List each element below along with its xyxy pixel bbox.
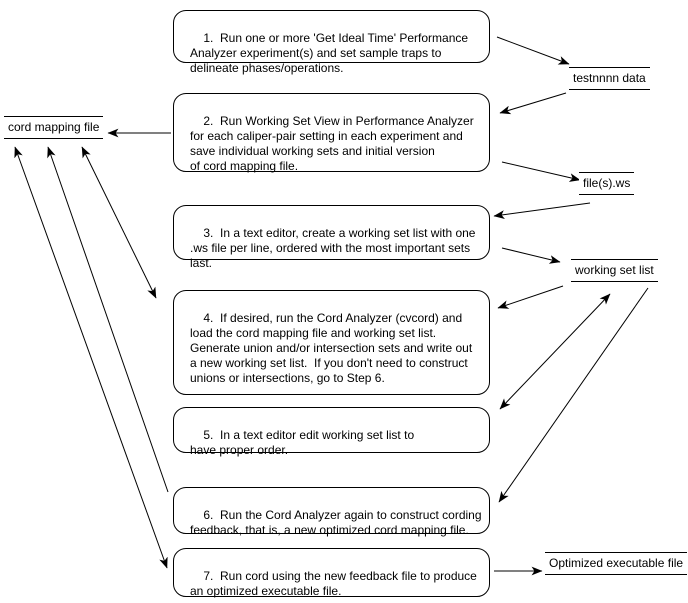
arrow-working-set-list-to-step4 — [497, 285, 564, 309]
step-7-box: 7. Run cord using the new feedback file … — [173, 548, 490, 598]
arrow-step2-to-files-ws — [501, 161, 581, 182]
step-3-text: 3. In a text editor, create a working se… — [190, 226, 476, 270]
step-4-box: 4. If desired, run the Cord Analyzer (cv… — [173, 290, 490, 395]
step-5-box: 5. In a text editor edit working set lis… — [173, 407, 490, 457]
arrow-working-set-list-to-step6 — [498, 287, 649, 503]
step-5-text: 5. In a text editor edit working set lis… — [190, 428, 415, 457]
arrow-cord-mapping-file-step7-bidirectional — [14, 146, 168, 569]
label-testnnnn-data: testnnnn data — [569, 67, 650, 90]
label-working-set-list: working set list — [571, 259, 658, 282]
arrow-working-set-list-step5-bidirectional — [499, 293, 611, 410]
arrow-testnnnn-data-to-step2 — [499, 92, 567, 115]
step-1-text: 1. Run one or more 'Get Ideal Time' Perf… — [190, 31, 469, 75]
step-4-text: 4. If desired, run the Cord Analyzer (cv… — [190, 311, 473, 385]
step-3-box: 3. In a text editor, create a working se… — [173, 205, 490, 270]
label-optimized-executable-file: Optimized executable file — [545, 552, 688, 575]
step-6-text: 6. Run the Cord Analyzer again to constr… — [190, 508, 482, 537]
step-1-box: 1. Run one or more 'Get Ideal Time' Perf… — [173, 10, 490, 75]
arrow-files-ws-to-step3 — [493, 202, 591, 219]
arrow-cord-mapping-file-step4-bidirectional — [81, 146, 157, 299]
label-files-ws: file(s).ws — [579, 172, 635, 195]
step-2-text: 2. Run Working Set View in Performance A… — [190, 114, 474, 173]
step-6-box: 6. Run the Cord Analyzer again to constr… — [173, 487, 490, 537]
label-cord-mapping-file: cord mapping file — [4, 116, 104, 139]
arrow-step1-to-testnnnn-data — [496, 36, 570, 65]
arrow-step3-to-working-set-list — [501, 247, 561, 264]
arrow-step6-to-cord-mapping-file — [47, 146, 169, 493]
step-2-box: 2. Run Working Set View in Performance A… — [173, 93, 490, 173]
step-7-text: 7. Run cord using the new feedback file … — [190, 569, 477, 598]
